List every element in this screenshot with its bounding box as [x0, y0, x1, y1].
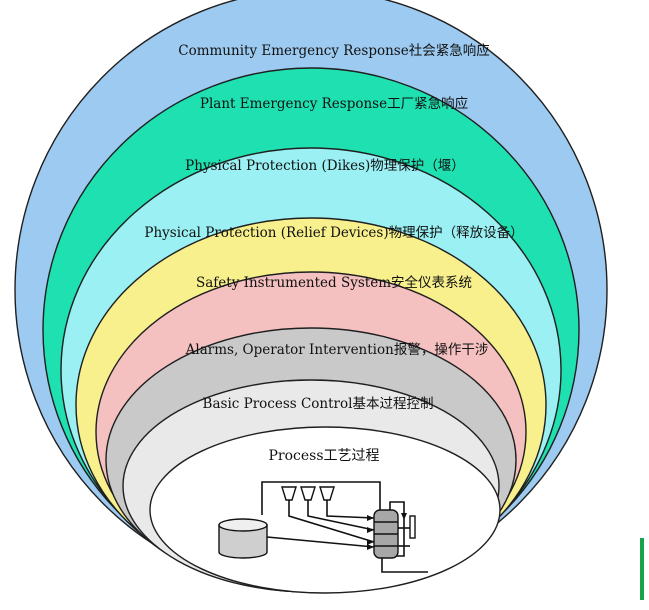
label-alarms-operator-intervention: Alarms, Operator Intervention报警，操作干涉 — [185, 342, 489, 358]
level-gauge-icon — [409, 515, 416, 539]
storage-tank-icon — [218, 518, 268, 559]
label-community-emergency-response: Community Emergency Response社会紧急响应 — [178, 42, 489, 59]
corner-accent-bar — [640, 538, 644, 600]
label-process: Process工艺过程 — [268, 448, 379, 464]
label-basic-process-control: Basic Process Control基本过程控制 — [203, 395, 434, 412]
label-plant-emergency-response: Plant Emergency Response工厂紧急响应 — [200, 95, 468, 112]
layer-labels: Community Emergency Response社会紧急响应 Plant… — [144, 42, 523, 464]
layer-shapes — [14, 0, 608, 594]
instrument-funnel-icons — [281, 486, 335, 501]
process-schematic — [218, 481, 428, 573]
label-physical-protection-dikes: Physical Protection (Dikes)物理保护（堰） — [185, 158, 465, 174]
label-safety-instrumented-system: Safety Instrumented System安全仪表系统 — [196, 274, 472, 291]
flow-arrow-icons — [367, 513, 407, 550]
reactor-vessel-icon — [373, 509, 399, 559]
label-physical-protection-relief-devices: Physical Protection (Relief Devices)物理保护… — [144, 224, 523, 241]
process-piping — [261, 481, 428, 573]
